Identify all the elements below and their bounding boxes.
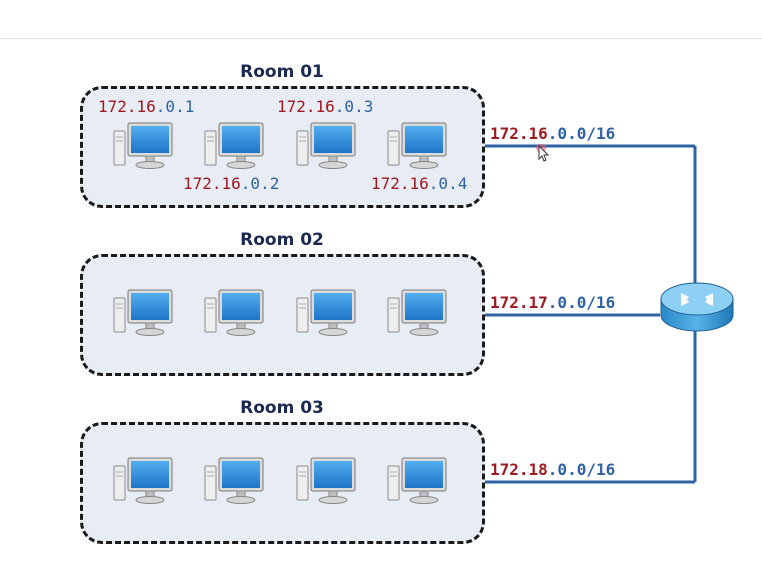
computer-icon xyxy=(112,121,174,173)
computer-icon xyxy=(295,121,357,173)
computer-icon xyxy=(203,121,265,173)
computer-icon xyxy=(203,456,265,508)
computer-icon xyxy=(386,456,448,508)
network-label-room-01: 172.16.0.0/16 xyxy=(490,124,616,143)
computer-icon xyxy=(295,288,357,340)
host-ip-04: 172.16.0.4 xyxy=(371,174,468,193)
room-03-title: Room 03 xyxy=(240,398,324,418)
top-divider xyxy=(0,38,762,39)
computer-icon xyxy=(386,121,448,173)
computer-icon xyxy=(112,456,174,508)
computer-icon xyxy=(295,456,357,508)
room-02-title: Room 02 xyxy=(240,230,324,250)
computer-icon xyxy=(112,288,174,340)
network-label-room-02: 172.17.0.0/16 xyxy=(490,293,616,312)
room-01-title: Room 01 xyxy=(240,62,324,82)
network-label-room-03: 172.18.0.0/16 xyxy=(490,460,616,479)
host-ip-01: 172.16.0.1 xyxy=(98,97,195,116)
computer-icon xyxy=(386,288,448,340)
mouse-pointer-icon xyxy=(536,144,550,162)
host-ip-02: 172.16.0.2 xyxy=(183,174,280,193)
computer-icon xyxy=(203,288,265,340)
host-ip-03: 172.16.0.3 xyxy=(277,97,374,116)
router-icon xyxy=(660,282,734,332)
